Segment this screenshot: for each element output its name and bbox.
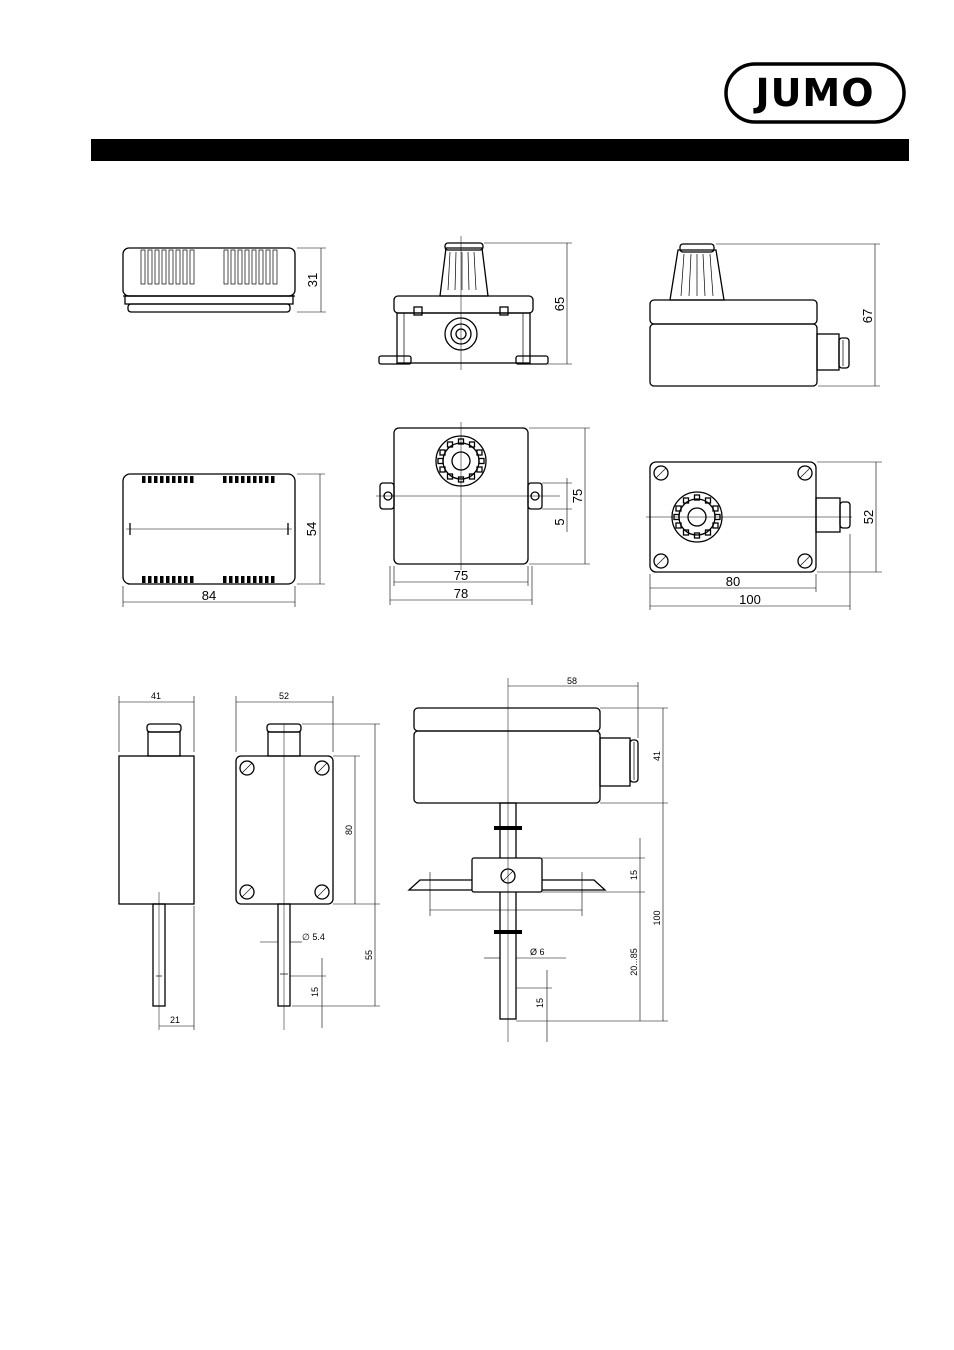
dim-80: 80 — [726, 574, 740, 589]
dim-75-vert: 75 — [570, 489, 585, 503]
dim-65: 65 — [552, 297, 567, 311]
dim-15-flange: 15 — [629, 870, 639, 880]
dim-84: 84 — [202, 588, 216, 603]
dim-20-85: 20...85 — [629, 948, 639, 976]
dim-80-bottom: 80 — [344, 825, 354, 835]
dim-78: 78 — [454, 586, 468, 601]
dim-75-horiz: 75 — [454, 568, 468, 583]
view-mid-center: 75 5 75 78 — [376, 422, 590, 605]
dim-52-bottom: 52 — [279, 691, 289, 701]
view-bottom-right: 58 41 15 100 20...85 Ø 6 15 — [409, 676, 668, 1042]
dim-5: 5 — [552, 518, 567, 525]
view-bottom-left: 41 21 — [119, 691, 194, 1030]
dim-52: 52 — [861, 510, 876, 524]
dim-100: 100 — [739, 592, 761, 607]
dim-67: 67 — [860, 309, 875, 323]
dim-15-mid: 15 — [310, 987, 320, 997]
dim-58: 58 — [567, 676, 577, 686]
view-top-right: 67 — [650, 244, 880, 386]
dim-21: 21 — [170, 1015, 180, 1025]
dim-31: 31 — [305, 273, 320, 287]
dim-41-right: 41 — [652, 751, 662, 761]
view-top-left: 31 — [123, 248, 326, 312]
dim-diameter-5-4: ∅ 5.4 — [302, 932, 325, 942]
dim-41: 41 — [151, 691, 161, 701]
dim-diameter-6: Ø 6 — [530, 947, 545, 957]
view-top-mid: 65 — [379, 236, 572, 370]
view-mid-right: 52 80 100 — [646, 462, 882, 610]
dim-54: 54 — [304, 522, 319, 536]
view-bottom-mid: 52 80 55 ∅ 5.4 15 — [236, 691, 380, 1030]
view-mid-left: 54 84 — [123, 474, 325, 607]
dim-100-right: 100 — [652, 910, 662, 925]
dim-55: 55 — [364, 950, 374, 960]
dim-15-right: 15 — [535, 998, 545, 1008]
